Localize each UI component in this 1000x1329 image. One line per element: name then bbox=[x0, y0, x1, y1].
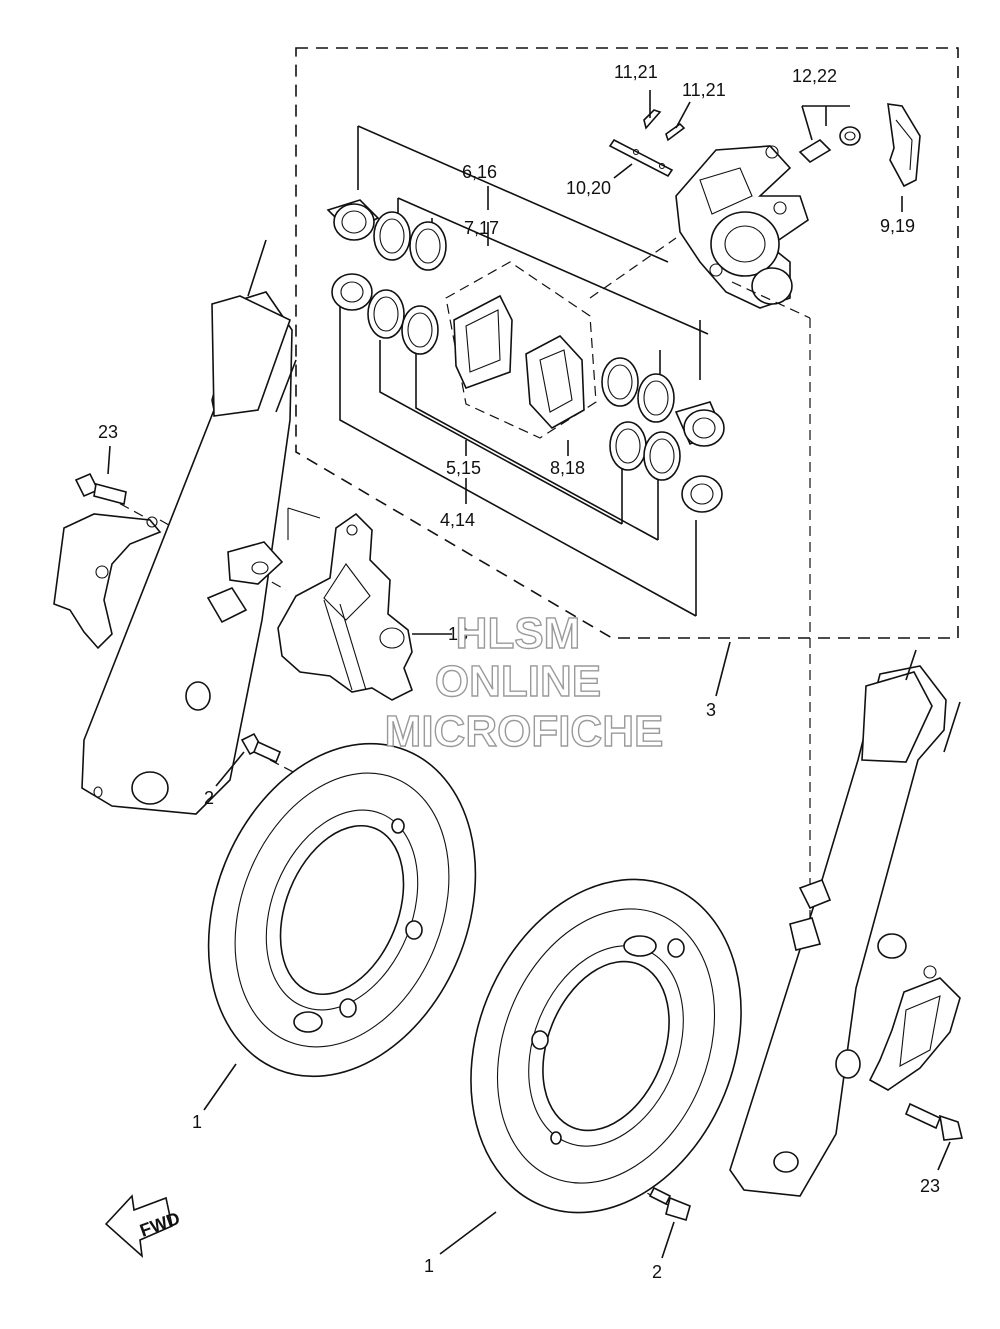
callout-leaders-lower bbox=[107, 445, 951, 1259]
bolt-23-right bbox=[904, 1102, 963, 1141]
disc-bolt-upper bbox=[240, 732, 282, 764]
label-5-15: 5,15 bbox=[446, 458, 481, 478]
watermark-line-1: HLSM bbox=[456, 609, 581, 658]
label-3: 3 bbox=[706, 700, 716, 720]
caliper-bracket-left bbox=[53, 513, 162, 650]
label-2-upper: 2 bbox=[204, 788, 214, 808]
bleed-screw bbox=[798, 126, 861, 164]
seal-group-brackets bbox=[339, 125, 709, 617]
caliper-piston-left-upper bbox=[326, 199, 380, 241]
label-1-bottom: 1 bbox=[424, 1256, 434, 1276]
pad-spring bbox=[887, 103, 921, 188]
label-23-right: 23 bbox=[920, 1176, 940, 1196]
caliper-piston-right-upper bbox=[674, 401, 725, 447]
label-11-21-a: 11,21 bbox=[614, 62, 658, 82]
label-13: 13 bbox=[448, 624, 468, 644]
forward-arrow-icon bbox=[104, 1194, 173, 1259]
brake-pad-left bbox=[453, 294, 513, 390]
front-fork-left bbox=[81, 239, 297, 815]
label-1-left: 1 bbox=[192, 1112, 202, 1132]
brake-caliper-assembled bbox=[277, 507, 413, 701]
label-9-19: 9,19 bbox=[880, 216, 915, 236]
caliper-assembly-boundary bbox=[295, 47, 959, 639]
disc-bolt-lower bbox=[648, 1186, 691, 1221]
caliper-piston-left-lower bbox=[331, 273, 373, 311]
caliper-piston-right-lower bbox=[681, 475, 723, 513]
callout-labels: 11,21 11,21 12,22 6,16 10,20 7,17 9,19 2… bbox=[98, 62, 940, 1282]
label-10-20: 10,20 bbox=[566, 178, 611, 198]
piston-seals-left bbox=[367, 211, 447, 355]
pin-clip-b bbox=[665, 122, 686, 142]
piston-seals-right bbox=[601, 357, 681, 481]
label-11-21-b: 11,21 bbox=[682, 80, 726, 100]
label-8-18: 8,18 bbox=[550, 458, 585, 478]
label-2-bottom: 2 bbox=[652, 1262, 662, 1282]
watermark-line-3: MICROFICHE bbox=[385, 707, 664, 756]
pin-clip-a bbox=[643, 109, 662, 130]
caliper-body-exploded bbox=[675, 145, 809, 309]
label-23-left: 23 bbox=[98, 422, 118, 442]
pad-set-boundary bbox=[445, 261, 597, 439]
caliper-bracket-right bbox=[868, 965, 961, 1091]
brake-pad-right bbox=[525, 335, 585, 430]
label-6-16: 6,16 bbox=[462, 162, 497, 182]
pad-pin bbox=[608, 138, 674, 178]
label-7-17: 7,17 bbox=[464, 218, 499, 238]
brake-disc-right bbox=[470, 878, 742, 1214]
brake-disc-left bbox=[207, 742, 477, 1078]
label-4-14: 4,14 bbox=[440, 510, 475, 530]
watermark: HLSM ONLINE MICROFICHE bbox=[384, 608, 664, 756]
watermark-line-2: ONLINE bbox=[435, 657, 601, 706]
callout-leaders bbox=[412, 90, 903, 697]
label-12-22: 12,22 bbox=[792, 66, 837, 86]
bolt-23-left bbox=[74, 472, 127, 505]
front-fork-right bbox=[729, 649, 961, 1197]
